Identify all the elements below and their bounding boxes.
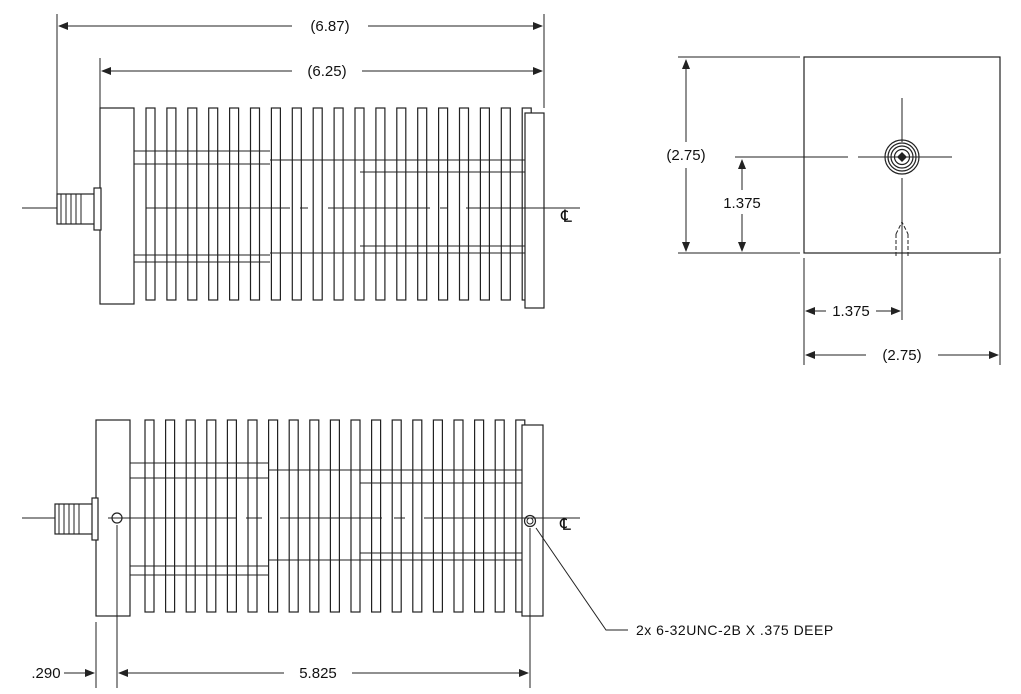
heatsink-fin [329, 419, 340, 613]
center-width-label: 1.375 [832, 303, 870, 320]
heatsink-fin [165, 419, 176, 613]
heatsink-fin [354, 107, 365, 301]
connector-face-icon [884, 139, 920, 175]
heatsink-fin [350, 419, 361, 613]
heatsink-fin [309, 419, 320, 613]
threaded-hole-hidden-icon [895, 220, 909, 256]
heatsink-fin [375, 107, 386, 301]
heatsink-fin [453, 419, 464, 613]
heatsink-fin [438, 107, 449, 301]
top-side-view: (6.87) (6.25) [22, 14, 580, 309]
front-flange [99, 107, 135, 305]
centerline: ℄ [22, 515, 580, 535]
centerline: ℄ [22, 207, 580, 227]
overall-length-dimension: (6.87) [58, 18, 543, 35]
end-view: (2.75) 1.375 1.375 (2.75) [666, 56, 1001, 365]
heatsink-fin [226, 419, 237, 613]
end-width-label: (2.75) [882, 347, 921, 364]
bottom-side-view: ℄ 2x 6-32UNC-2B X .375 DEEP .290 5.825 [22, 419, 834, 688]
heatsink-fin [474, 419, 485, 613]
hole-callout-text: 2x 6-32UNC-2B X .375 DEEP [636, 622, 834, 638]
body-length-label: (6.25) [307, 63, 346, 80]
centerline-symbol: ℄ [559, 515, 571, 535]
center-height-label: 1.375 [723, 195, 761, 212]
heatsink-fin [206, 419, 217, 613]
fin-grooves [130, 462, 522, 576]
center-height-dimension: 1.375 [723, 159, 761, 252]
end-height-label: (2.75) [666, 147, 705, 164]
heatsink-fin [494, 419, 505, 613]
heatsink-fin [229, 107, 240, 301]
heatsink-fin [391, 419, 402, 613]
rf-connector [54, 497, 99, 541]
heatsink-fin [371, 419, 382, 613]
fin-grooves [134, 150, 525, 263]
hole-spacing-dimension: 5.825 [118, 665, 529, 682]
centerline-symbol: ℄ [560, 207, 572, 227]
heatsink-fin [144, 419, 155, 613]
heatsink-fin [270, 107, 281, 301]
heatsink-fin [187, 107, 198, 301]
heatsink-fin [333, 107, 344, 301]
hole-spacing-label: 5.825 [299, 665, 337, 682]
heatsink-fin [145, 107, 156, 301]
end-height-dimension: (2.75) [666, 59, 706, 252]
mounting-hole-rear-icon [523, 514, 537, 528]
heatsink-fin [249, 107, 261, 301]
heatsink-fins [144, 419, 526, 613]
heatsink-fin [291, 107, 302, 301]
rf-connector [56, 187, 102, 231]
end-width-dimension: (2.75) [805, 347, 999, 364]
heatsink-fin [166, 107, 177, 301]
heatsink-fin [396, 107, 407, 301]
heatsink-fin [208, 107, 219, 301]
heatsink-fin [458, 107, 470, 301]
heatsink-fins [145, 107, 532, 301]
connector-offset-dimension: .290 [31, 665, 95, 682]
heatsink-fin [312, 107, 323, 301]
heatsink-fin [412, 419, 423, 613]
body-length-dimension: (6.25) [101, 63, 543, 80]
center-width-dimension: 1.375 [805, 303, 901, 320]
heatsink-fin [288, 419, 299, 613]
heatsink-fin [417, 107, 428, 301]
heatsink-fin [247, 419, 258, 613]
rear-plate [524, 112, 545, 309]
heatsink-fin [479, 107, 490, 301]
hole-callout-leader [535, 527, 628, 631]
heatsink-fin [185, 419, 196, 613]
overall-length-label: (6.87) [310, 18, 349, 35]
heatsink-fin [268, 419, 279, 613]
heatsink-fin [432, 419, 443, 613]
heatsink-fin [500, 107, 511, 301]
connector-offset-label: .290 [31, 665, 60, 682]
